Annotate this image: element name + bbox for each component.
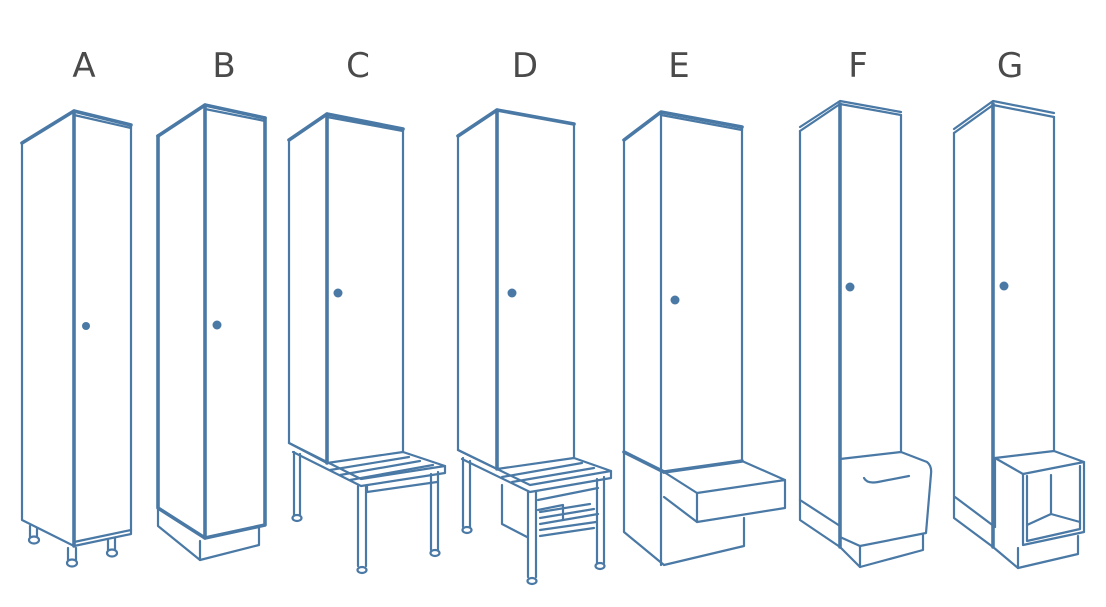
label-b: B xyxy=(212,46,236,86)
solid-seat xyxy=(662,459,787,524)
slatted-bench xyxy=(287,441,447,575)
label-f: F xyxy=(848,46,868,86)
locker-c xyxy=(287,112,447,575)
locker-d xyxy=(456,108,613,586)
label-g: G xyxy=(996,46,1024,86)
locker-a xyxy=(20,109,133,568)
locker-b xyxy=(156,103,267,562)
label-e: E xyxy=(668,46,690,86)
open-cubby xyxy=(991,449,1086,570)
locker-e xyxy=(622,110,787,567)
locker-f xyxy=(798,99,933,569)
leg-icon xyxy=(27,524,119,568)
label-c: C xyxy=(346,46,370,86)
locker-g xyxy=(952,99,1086,570)
shoe-drawer xyxy=(838,450,933,569)
label-a: A xyxy=(72,46,96,86)
label-d: D xyxy=(511,46,539,86)
slatted-bench-with-shelf xyxy=(456,448,613,586)
